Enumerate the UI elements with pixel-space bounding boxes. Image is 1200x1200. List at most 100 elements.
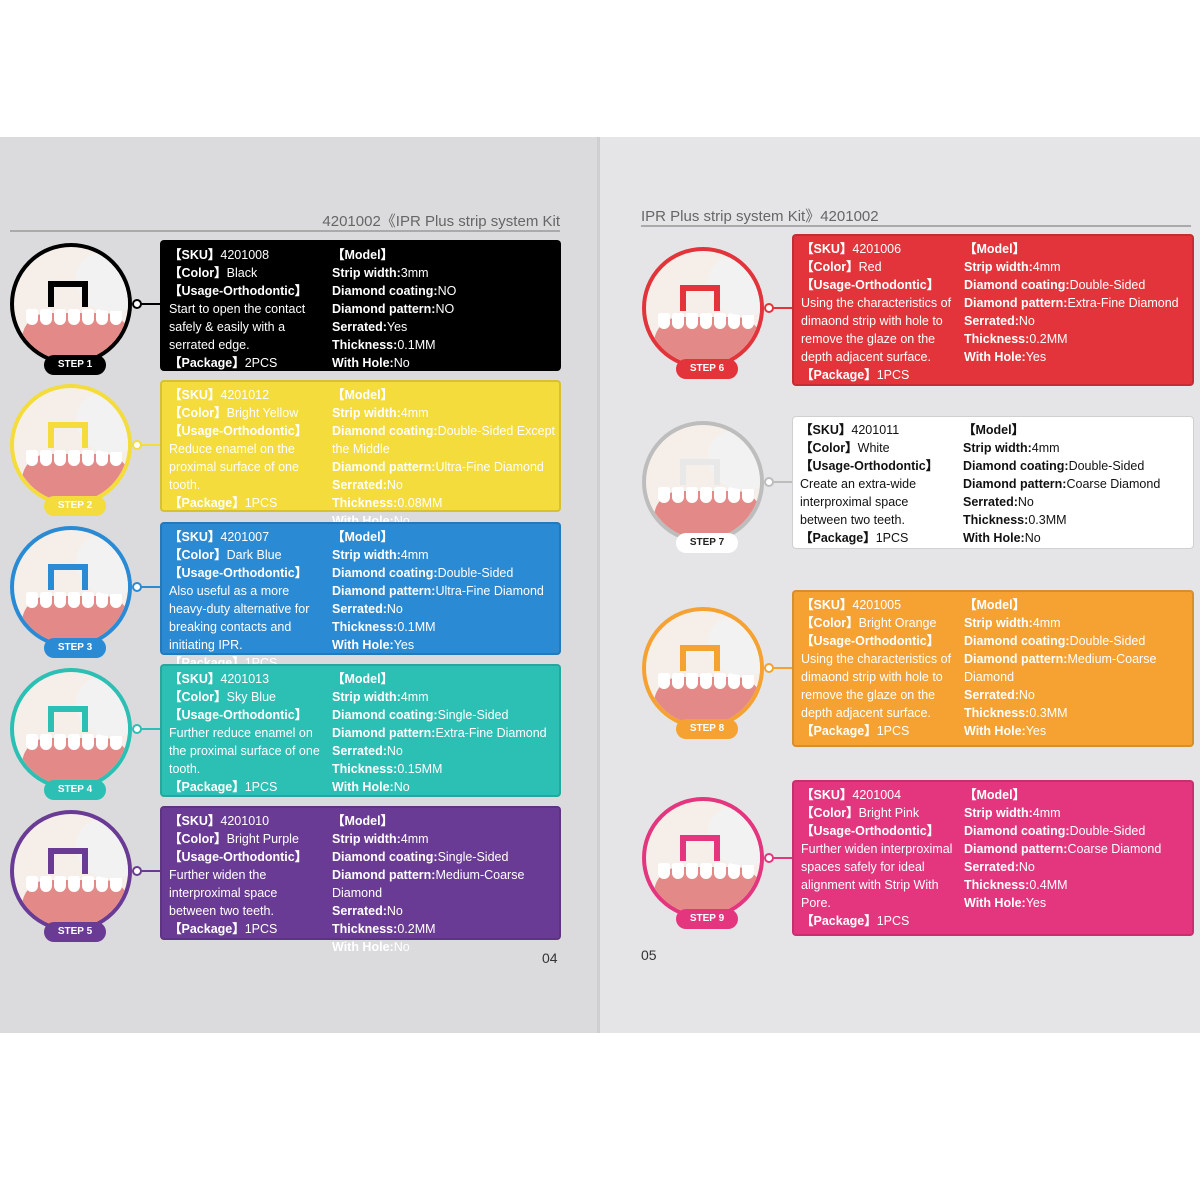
usage-text: Using the characteristics of dimaond str… xyxy=(801,296,952,364)
hole-value: No xyxy=(393,356,410,370)
package-line: 【Package】1PCS xyxy=(801,366,953,384)
step-connector xyxy=(136,303,160,305)
sku-label: 【SKU】 xyxy=(169,388,221,402)
thickness-label: Thickness: xyxy=(964,878,1030,892)
pattern-line: Diamond pattern:Medium-Coarse Diamond xyxy=(332,866,555,902)
pattern-label: Diamond pattern: xyxy=(964,652,1068,666)
sku-value: 4201006 xyxy=(852,242,902,256)
pattern-label: Diamond pattern: xyxy=(332,460,436,474)
strip-width-line: Strip width:4mm xyxy=(332,404,555,422)
hole-value: No xyxy=(393,780,410,794)
thickness-value: 0.2MM xyxy=(397,922,436,936)
sku-line: 【SKU】4201005 xyxy=(801,596,953,614)
usage-label: 【Usage-Orthodontic】 xyxy=(169,424,308,438)
serrated-value: No xyxy=(1017,495,1034,509)
step-connector xyxy=(136,728,160,730)
coating-value: Double-Sided xyxy=(1069,634,1146,648)
coating-line: Diamond coating:Double-Sided xyxy=(332,564,555,582)
serrated-value: No xyxy=(1018,860,1035,874)
pattern-value: NO xyxy=(435,302,455,316)
model-label: 【Model】 xyxy=(332,248,394,262)
step-label: STEP 1 xyxy=(44,355,106,375)
teeth-shape xyxy=(26,309,122,325)
package-value: 1PCS xyxy=(244,922,278,936)
teeth-shape xyxy=(26,734,122,750)
color-value: Bright Pink xyxy=(858,806,920,820)
strip-width-line: Strip width:4mm xyxy=(964,614,1188,632)
usage-label: 【Usage-Orthodontic】 xyxy=(800,459,939,473)
sku-line: 【SKU】4201011 xyxy=(800,421,952,439)
sku-line: 【SKU】4201006 xyxy=(801,240,953,258)
coating-label: Diamond coating: xyxy=(332,284,438,298)
color-value: Dark Blue xyxy=(226,548,282,562)
coating-label: Diamond coating: xyxy=(963,459,1069,473)
model-line: 【Model】 xyxy=(964,596,1188,614)
strip-width-line: Strip width:4mm xyxy=(332,688,555,706)
model-label: 【Model】 xyxy=(332,672,394,686)
package-line: 【Package】1PCS xyxy=(169,494,321,512)
usage-text: Further widen the interproximal space be… xyxy=(169,868,278,918)
hole-value: No xyxy=(393,940,410,954)
color-line: 【Color】Bright Orange xyxy=(801,614,953,632)
usage-line: Create an extra-wide interproximal space… xyxy=(800,475,952,529)
step-connector xyxy=(768,307,792,309)
strip-width-line: Strip width:4mm xyxy=(332,830,555,848)
spec-card: 【SKU】4201006【Color】Red【Usage-Orthodontic… xyxy=(792,234,1194,386)
usage-label-line: 【Usage-Orthodontic】 xyxy=(169,848,321,866)
pattern-line: Diamond pattern:Ultra-Fine Diamond xyxy=(332,582,555,600)
coating-label: Diamond coating: xyxy=(964,278,1070,292)
step-label: STEP 6 xyxy=(676,359,738,379)
sku-label: 【SKU】 xyxy=(801,598,853,612)
ipr-strip-icon xyxy=(680,645,720,671)
spec-card: 【SKU】4201011【Color】White 【Usage-Orthodont… xyxy=(792,416,1194,549)
spec-left-column: 【SKU】4201006【Color】Red【Usage-Orthodontic… xyxy=(801,240,953,384)
pattern-label: Diamond pattern: xyxy=(332,726,436,740)
ipr-strip-icon xyxy=(680,835,720,861)
strip-width-value: 3mm xyxy=(400,266,429,280)
right-page-header: IPR Plus strip system Kit》4201002 xyxy=(641,208,879,225)
model-line: 【Model】 xyxy=(963,421,1187,439)
sku-value: 4201007 xyxy=(220,530,270,544)
sku-line: 【SKU】4201007 xyxy=(169,528,321,546)
sku-value: 4201013 xyxy=(220,672,270,686)
hole-label: With Hole: xyxy=(332,356,394,370)
spec-card: 【SKU】4201012【Color】Bright Yellow【Usage-O… xyxy=(160,380,561,528)
sku-label: 【SKU】 xyxy=(801,788,853,802)
serrated-value: No xyxy=(1018,688,1035,702)
serrated-label: Serrated: xyxy=(964,688,1019,702)
color-line: 【Color】Sky Blue xyxy=(169,688,321,706)
step-image xyxy=(642,797,764,919)
package-label: 【Package】 xyxy=(801,724,877,738)
thickness-line: Thickness:0.4MM xyxy=(964,876,1188,894)
model-line: 【Model】 xyxy=(332,528,555,546)
thickness-value: 0.3MM xyxy=(1028,513,1067,527)
left-header-rule xyxy=(10,230,560,232)
coating-value: Double-Sided xyxy=(1068,459,1145,473)
coating-line: Diamond coating:Single-Sided xyxy=(332,848,555,866)
strip-width-value: 4mm xyxy=(1031,441,1060,455)
hole-label: With Hole: xyxy=(964,896,1026,910)
coating-value: Double-Sided xyxy=(1069,824,1146,838)
serrated-line: Serrated:No xyxy=(332,476,555,494)
hole-value: Yes xyxy=(393,638,415,652)
thickness-label: Thickness: xyxy=(332,620,398,634)
package-line: 【Package】1PCS xyxy=(169,778,321,796)
hole-value: No xyxy=(1024,531,1041,545)
package-value: 1PCS xyxy=(876,368,910,382)
coating-line: Diamond coating:NO xyxy=(332,282,555,300)
connector-dot xyxy=(764,663,774,673)
package-label: 【Package】 xyxy=(169,496,245,510)
thickness-label: Thickness: xyxy=(332,922,398,936)
color-line: 【Color】Dark Blue xyxy=(169,546,321,564)
pattern-label: Diamond pattern: xyxy=(964,842,1068,856)
serrated-label: Serrated: xyxy=(332,320,387,334)
hole-line: With Hole:No xyxy=(963,529,1187,547)
spec-left-column: 【SKU】4201007【Color】Dark Blue【Usage-Ortho… xyxy=(169,528,321,672)
color-line: 【Color】White xyxy=(800,439,952,457)
ipr-strip-icon xyxy=(680,285,720,311)
step-connector xyxy=(768,667,792,669)
hole-label: With Hole: xyxy=(964,350,1026,364)
spec-left-column: 【SKU】4201008【Color】Black【Usage-Orthodont… xyxy=(169,246,321,372)
connector-dot xyxy=(132,866,142,876)
